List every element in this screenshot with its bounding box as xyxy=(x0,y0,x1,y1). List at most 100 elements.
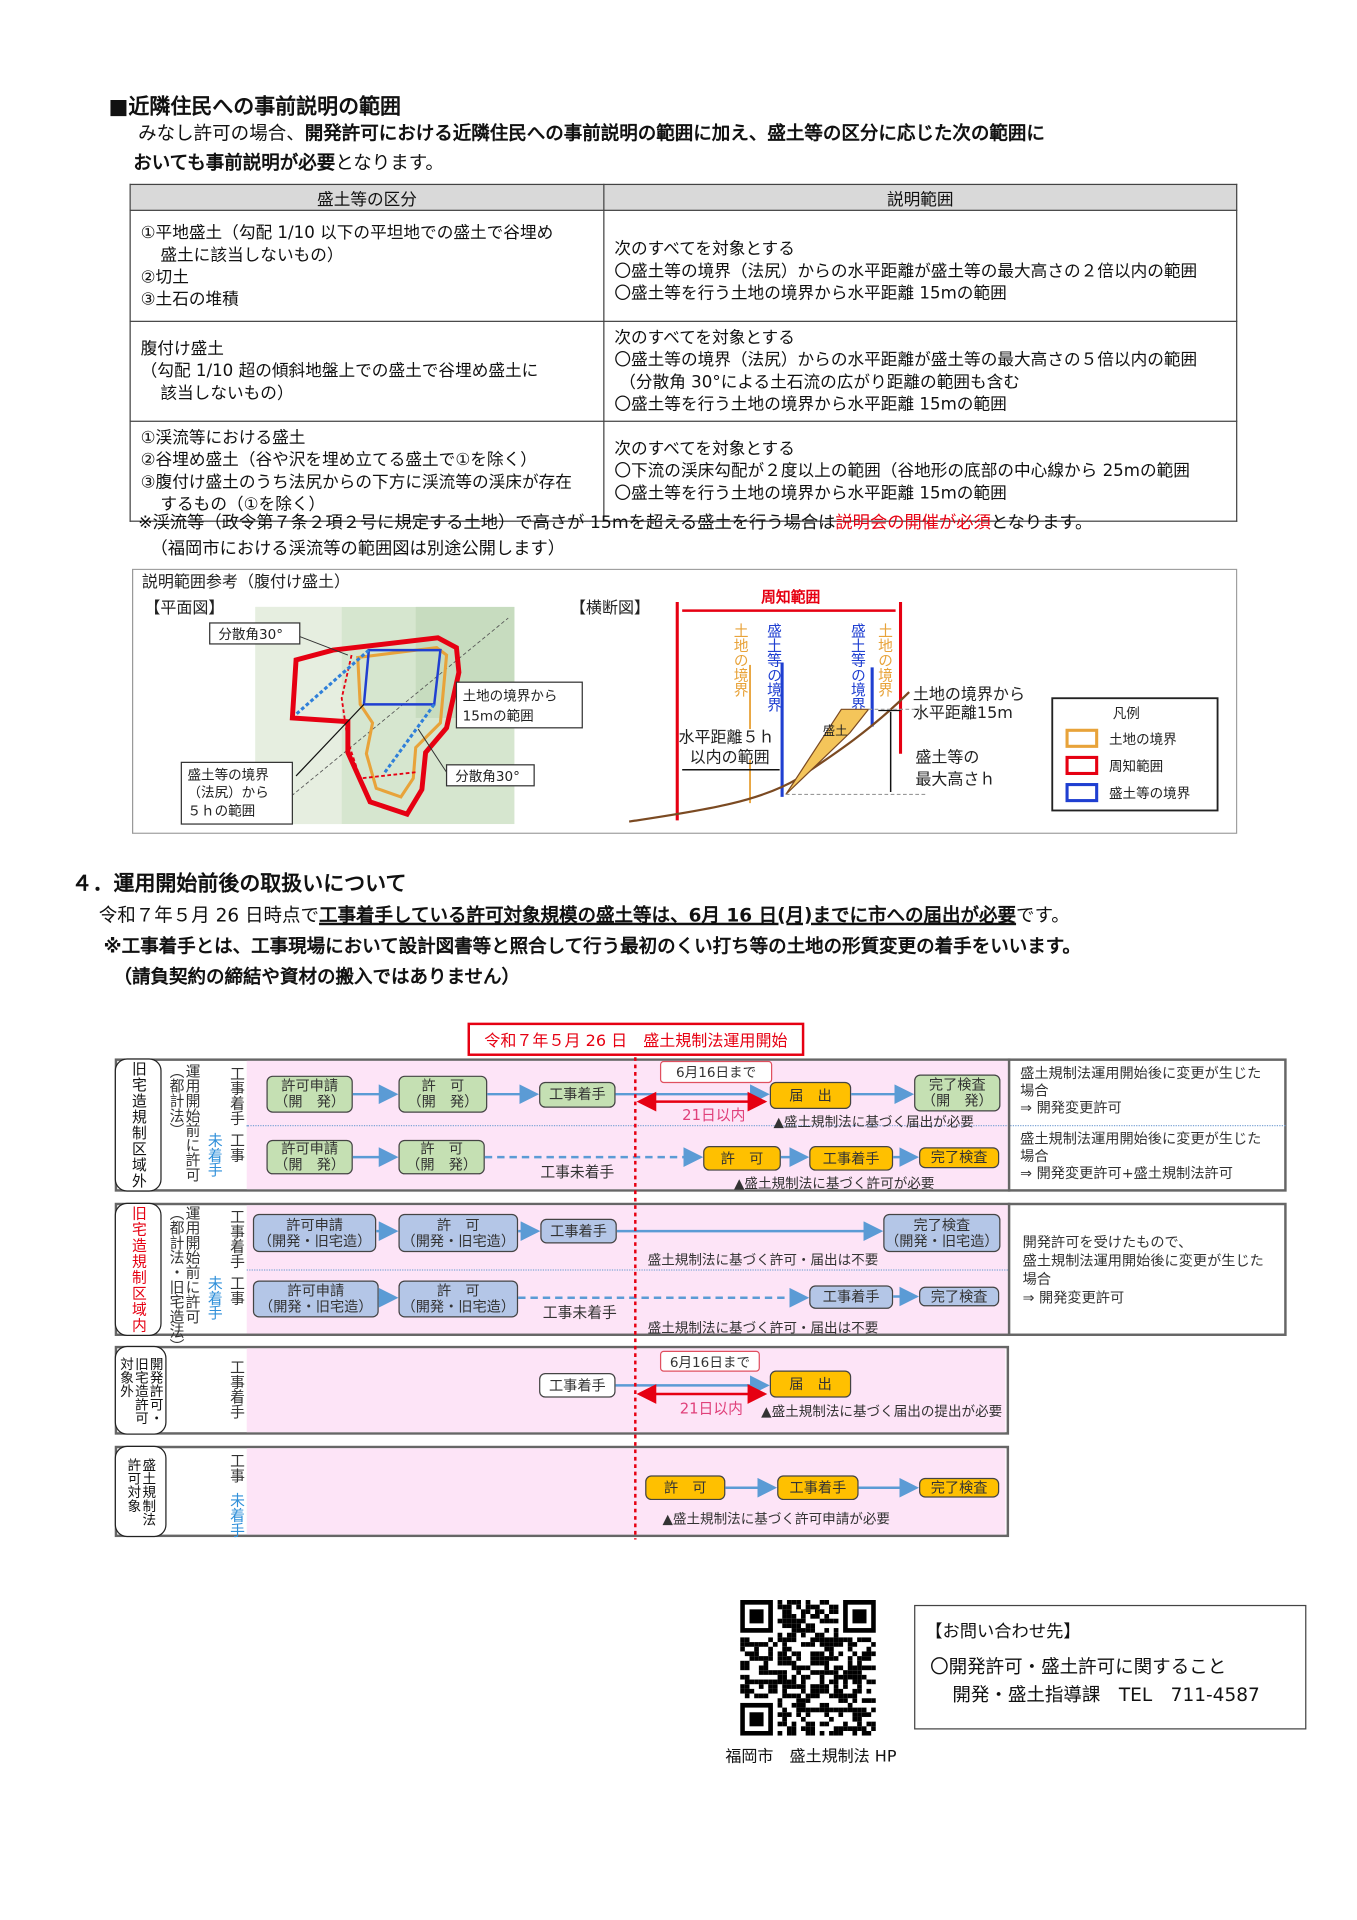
qr-module xyxy=(871,1721,876,1727)
qr-module xyxy=(810,1660,816,1666)
cell-line: ①平地盛土（勾配 1/10 以下の平坦地での盛土で谷埋め xyxy=(140,222,554,243)
qr-module xyxy=(768,1637,773,1643)
qr-module xyxy=(815,1637,820,1643)
qr-module xyxy=(782,1712,787,1717)
qr-module xyxy=(871,1726,876,1731)
qr-module xyxy=(786,1637,792,1643)
qr-module xyxy=(861,1698,867,1703)
qr-module xyxy=(768,1656,773,1661)
qr-module xyxy=(777,1632,783,1638)
cell-line: するもの（①を除く） xyxy=(160,494,326,515)
svg-text:土地の境界から: 土地の境界から xyxy=(463,689,558,705)
note-red-text: 説明会の開催が必須 xyxy=(835,513,991,533)
qr-module xyxy=(861,1656,867,1661)
qr-module xyxy=(829,1679,834,1685)
qr-module xyxy=(791,1614,797,1619)
row-label-not-started: 工事 xyxy=(228,1275,246,1306)
header-category: 盛土等の区分 xyxy=(129,183,605,211)
qr-module xyxy=(861,1665,867,1671)
flow-note: 盛土規制法に基づく許可・届出は不要 xyxy=(647,1319,879,1336)
qr-module xyxy=(857,1712,862,1717)
contact-line-2: 開発・盛土指導課 TEL 711-4587 xyxy=(952,1683,1260,1707)
land-boundary-label-left: 土地の境界 xyxy=(732,623,749,697)
qr-module xyxy=(786,1693,792,1699)
flow-box: 工事着手 xyxy=(539,1081,616,1108)
qr-module xyxy=(796,1618,801,1624)
group-sublabel: 運用開始前に許可 （都計法） xyxy=(167,1063,202,1182)
qr-module xyxy=(740,1684,745,1689)
qr-module xyxy=(819,1679,825,1685)
qr-module xyxy=(819,1702,825,1708)
qr-module xyxy=(805,1623,811,1629)
flow-box: 許 可 （開 発） xyxy=(398,1075,488,1113)
qr-module xyxy=(833,1707,839,1713)
qr-module xyxy=(861,1726,867,1731)
qr-module xyxy=(800,1632,806,1638)
qr-module xyxy=(843,1679,848,1685)
qr-module xyxy=(805,1599,811,1605)
qr-module xyxy=(791,1702,797,1708)
flow-box: 許可申請 （開発・旧宅造） xyxy=(252,1280,379,1318)
qr-module xyxy=(833,1609,839,1615)
side-note: 盛土規制法運用開始後に変更が生じた 場合 ⇒ 開発変更許可+盛土規制法許可 xyxy=(1020,1129,1262,1182)
callout-angle-bottom: 分散角30° xyxy=(417,728,535,787)
qr-module xyxy=(810,1721,816,1727)
flow-note: 盛土規制法に基づく許可・届出は不要 xyxy=(647,1252,879,1269)
qr-module xyxy=(824,1688,830,1694)
qr-module xyxy=(782,1684,787,1689)
qr-module xyxy=(777,1674,783,1680)
qr-module xyxy=(852,1726,858,1731)
qr-module xyxy=(815,1651,820,1657)
qr-module xyxy=(843,1670,848,1675)
qr-module xyxy=(833,1693,839,1699)
qr-module xyxy=(829,1656,834,1661)
qr-module xyxy=(796,1670,801,1675)
qr-module xyxy=(777,1670,783,1675)
qr-module xyxy=(749,1688,755,1694)
flow-box: 許 可 （開 発） xyxy=(398,1139,485,1175)
cell-line: 〇下流の渓床勾配が２度以上の範囲（谷地形の底部の中心線から 25mの範囲 xyxy=(614,461,1190,482)
qr-module xyxy=(824,1684,830,1689)
qr-module xyxy=(852,1698,858,1703)
qr-module xyxy=(763,1670,769,1675)
table-header-row: 盛土等の区分 説明範囲 xyxy=(129,183,1238,211)
qr-module xyxy=(866,1679,872,1685)
qr-module xyxy=(866,1730,872,1736)
qr-module xyxy=(782,1679,787,1685)
horizontal-15m-label: 土地の境界から xyxy=(913,684,1025,703)
cell-line: 〇盛土等を行う土地の境界から水平距離 15mの範囲 xyxy=(614,283,1007,304)
qr-module xyxy=(805,1674,811,1680)
cell-line: 次のすべてを対象とする xyxy=(614,439,795,459)
qr-module xyxy=(861,1674,867,1680)
qr-module xyxy=(786,1684,792,1689)
qr-module xyxy=(833,1665,839,1671)
qr-module xyxy=(791,1726,797,1731)
section-heading-operation: ４．運用開始前後の取扱いについて xyxy=(71,872,407,897)
cell-line: 腹付け盛土 xyxy=(140,339,224,359)
cell-line: （分散角 30°による土石流の広がり距離の範囲も含む xyxy=(619,372,1020,393)
qr-module xyxy=(824,1707,830,1713)
flow-box: 工事着手 xyxy=(809,1146,894,1171)
qr-module xyxy=(758,1693,764,1699)
qr-module xyxy=(800,1698,806,1703)
qr-module xyxy=(791,1632,797,1638)
qr-module xyxy=(749,1642,755,1647)
qr-module xyxy=(843,1684,848,1689)
qr-module xyxy=(791,1684,797,1689)
qr-module xyxy=(847,1646,853,1652)
notice-range-outline xyxy=(289,635,462,818)
flow-box-permit: 許 可 xyxy=(645,1475,726,1501)
qr-module xyxy=(758,1679,764,1685)
callout-angle-top: 分散角30° xyxy=(209,622,349,656)
qr-module xyxy=(829,1670,834,1675)
qr-module xyxy=(833,1656,839,1661)
qr-module xyxy=(744,1679,750,1685)
qr-code[interactable] xyxy=(740,1599,876,1736)
qr-module xyxy=(758,1665,764,1671)
contact-line-1: 〇開発許可・盛土許可に関すること xyxy=(930,1655,1227,1678)
flow-box: 許可申請 （開 発） xyxy=(266,1139,353,1175)
qr-module xyxy=(852,1674,858,1680)
qr-module xyxy=(800,1684,806,1689)
qr-module xyxy=(843,1693,848,1699)
qr-module xyxy=(777,1730,783,1736)
